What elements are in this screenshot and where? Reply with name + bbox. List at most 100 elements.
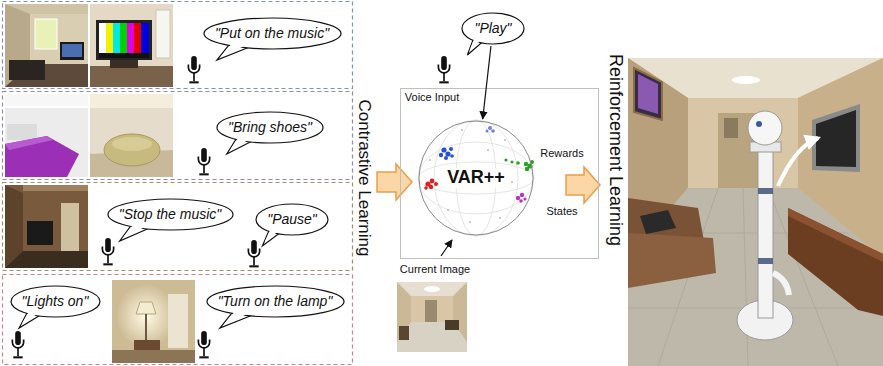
embedding-globe — [504, 158, 534, 171]
robot-scene — [812, 104, 860, 172]
node-text-group: "Bring shoes" — [228, 119, 312, 135]
microphone-icon — [198, 331, 209, 358]
embedding-globe — [418, 120, 534, 236]
input-arrow — [441, 240, 452, 256]
group-frame — [3, 2, 353, 365]
microphone-icon — [248, 240, 259, 267]
current-image — [425, 300, 437, 322]
embedding-globe — [418, 120, 534, 236]
node-text-group: "Lights on" — [22, 293, 89, 309]
current-image — [397, 282, 467, 352]
room-thumbnail — [27, 221, 53, 245]
node-text-group: VAR++ — [445, 168, 507, 188]
group-frame — [3, 275, 353, 365]
robot-scene — [634, 68, 662, 120]
embedding-globe — [504, 158, 507, 161]
robot-scene — [748, 111, 782, 145]
embedding-globe — [523, 197, 526, 200]
room-thumbnail — [60, 42, 84, 60]
room-thumbnail — [136, 302, 156, 314]
room-thumbnail — [156, 10, 170, 58]
bubble-tail — [265, 227, 279, 242]
bubble-outline — [217, 112, 323, 143]
embedding-globe — [434, 182, 438, 186]
room-thumbnail — [5, 4, 88, 87]
speech-bubble: "Bring shoes" — [216, 111, 324, 144]
room-thumbnail — [5, 106, 88, 108]
input-label: Current Image — [400, 263, 470, 275]
room-thumbnail — [90, 94, 173, 177]
embedding-globe — [487, 149, 489, 151]
embedding-globe — [429, 185, 433, 189]
bubble-tail — [21, 309, 38, 324]
bubble-outline — [207, 286, 344, 317]
embedding-globe — [525, 167, 529, 171]
embedding-globe — [516, 161, 520, 165]
embedding-globe — [504, 139, 506, 141]
robot-scene — [816, 110, 856, 167]
room-thumbnail — [116, 284, 176, 348]
robot-scene — [732, 76, 760, 84]
bubble-tail — [123, 222, 147, 237]
voice-command: "Bring shoes" — [228, 119, 312, 135]
embedding-globe — [439, 153, 443, 157]
room-thumbnail — [127, 23, 134, 53]
node-text-group: "Play" — [474, 20, 511, 36]
room-thumbnail — [5, 94, 88, 177]
microphone-icon — [102, 238, 113, 265]
embedding-globe — [424, 186, 428, 190]
room-thumbnail — [99, 53, 149, 58]
signal-label: States — [546, 205, 577, 217]
bubble-tail — [469, 36, 481, 51]
current-image — [445, 320, 459, 330]
room-thumbnail — [23, 185, 88, 191]
embedding-globe — [499, 217, 501, 219]
node-text-group: "Stop the music" — [119, 206, 222, 222]
speech-bubble: "Lights on" — [10, 285, 101, 318]
embedding-globe — [516, 196, 520, 200]
embedding-globe — [424, 179, 438, 190]
node-text-group: "Turn on the lamp" — [218, 293, 333, 309]
embedding-globe — [418, 142, 534, 214]
current-image — [424, 286, 440, 292]
embedding-globe — [449, 147, 453, 151]
voice-command: "Pause" — [267, 211, 317, 227]
embedding-globe — [469, 221, 471, 223]
node-text-group: "Put on the music" — [215, 25, 329, 41]
robot-scene — [758, 258, 773, 264]
robot-scene — [628, 233, 716, 288]
microphone-icon — [198, 148, 209, 175]
voice-command: "Play" — [474, 20, 511, 36]
embedding-globe — [429, 129, 513, 223]
room-thumbnail — [141, 23, 149, 53]
bubble-outline — [108, 199, 233, 230]
microphone-icon — [188, 56, 199, 83]
speech-bubble: "Stop the music" — [107, 198, 234, 231]
embedding-sphere: VAR++ — [418, 120, 534, 236]
robot-scene — [638, 74, 658, 114]
flow-arrow — [377, 164, 412, 200]
embedding-globe — [516, 193, 527, 203]
bubble-outline — [256, 204, 328, 235]
robot-scene — [628, 188, 883, 366]
embedding-globe — [488, 126, 492, 130]
bubble-tail — [224, 309, 250, 324]
module-frame — [401, 89, 599, 259]
embedding-globe — [447, 209, 449, 211]
voice-command: "Turn on the lamp" — [218, 293, 333, 309]
embedding-globe — [441, 147, 446, 152]
speech-bubble: "Pause" — [255, 203, 329, 236]
room-thumbnail — [110, 60, 138, 68]
node-text-group: "Pause" — [267, 211, 317, 227]
current-image — [397, 282, 467, 296]
room-thumbnail — [104, 134, 160, 166]
room-thumbnail — [30, 14, 88, 64]
room-thumbnail — [9, 60, 45, 80]
room-thumbnail — [168, 294, 188, 348]
stage-label: Contrastive Learning — [355, 100, 374, 257]
bubble-outline — [11, 286, 100, 317]
robot-scene — [756, 121, 762, 127]
room-thumbnail — [5, 94, 88, 106]
room-thumbnail — [5, 136, 79, 177]
